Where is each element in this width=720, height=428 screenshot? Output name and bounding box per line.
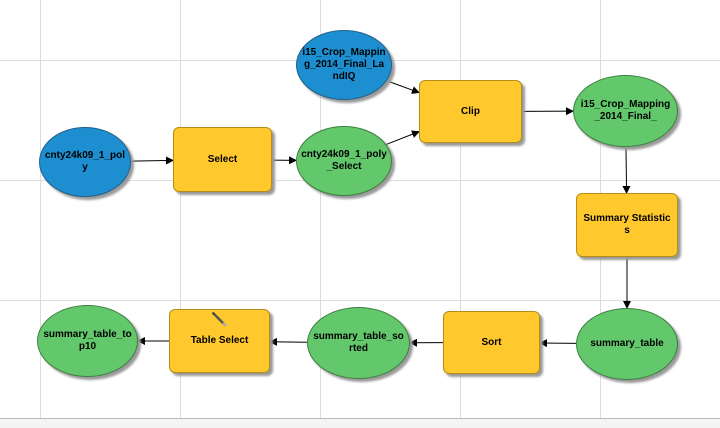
connector-cnty_poly-to-select_tool[interactable]	[131, 160, 173, 161]
summary-table-sorted-label: summary_table_sorted	[308, 331, 409, 355]
summary-table-label: summary_table	[586, 338, 667, 350]
clip-tool[interactable]: Clip	[419, 80, 522, 143]
cnty-poly-select-label: cnty24k09_1_poly_Select	[297, 149, 391, 173]
summary-table-sorted-output[interactable]: summary_table_sorted	[307, 307, 410, 379]
summary-statistics-tool[interactable]: Summary Statistics	[576, 193, 678, 257]
summary-table-output[interactable]: summary_table	[576, 308, 678, 380]
crop-mapping-input-label: i15_Crop_Mapping_2014_Final_LandIQ	[297, 47, 391, 83]
connector-cnty_select-to-clip_tool[interactable]	[386, 132, 419, 145]
select-tool-label: Select	[204, 154, 241, 166]
pencil-cursor-icon	[210, 310, 228, 328]
select-tool[interactable]: Select	[173, 127, 272, 192]
summary-table-top10-output[interactable]: summary_table_top10	[37, 305, 138, 377]
connector-summary_sorted-to-table_select_tool[interactable]	[270, 342, 307, 343]
clip-tool-label: Clip	[457, 106, 484, 118]
summary-statistics-tool-label: Summary Statistics	[577, 213, 677, 237]
sort-tool-label: Sort	[478, 337, 506, 349]
cnty-poly-input-data[interactable]: cnty24k09_1_poly	[39, 127, 131, 197]
cnty-poly-select-output[interactable]: cnty24k09_1_poly_Select	[296, 126, 392, 196]
summary-table-top10-label: summary_table_top10	[38, 329, 137, 353]
crop-mapping-final-output[interactable]: i15_Crop_Mapping_2014_Final_	[573, 75, 678, 147]
crop-mapping-final-label: i15_Crop_Mapping_2014_Final_	[574, 99, 677, 123]
sort-tool[interactable]: Sort	[443, 311, 540, 374]
cnty-poly-label: cnty24k09_1_poly	[40, 150, 130, 174]
connector-crop_final-to-summary_stats_tool[interactable]	[626, 147, 627, 193]
crop-mapping-input-data[interactable]: i15_Crop_Mapping_2014_Final_LandIQ	[296, 30, 392, 100]
table-select-tool-label: Table Select	[187, 335, 253, 347]
connector-crop_input-to-clip_tool[interactable]	[387, 81, 419, 93]
